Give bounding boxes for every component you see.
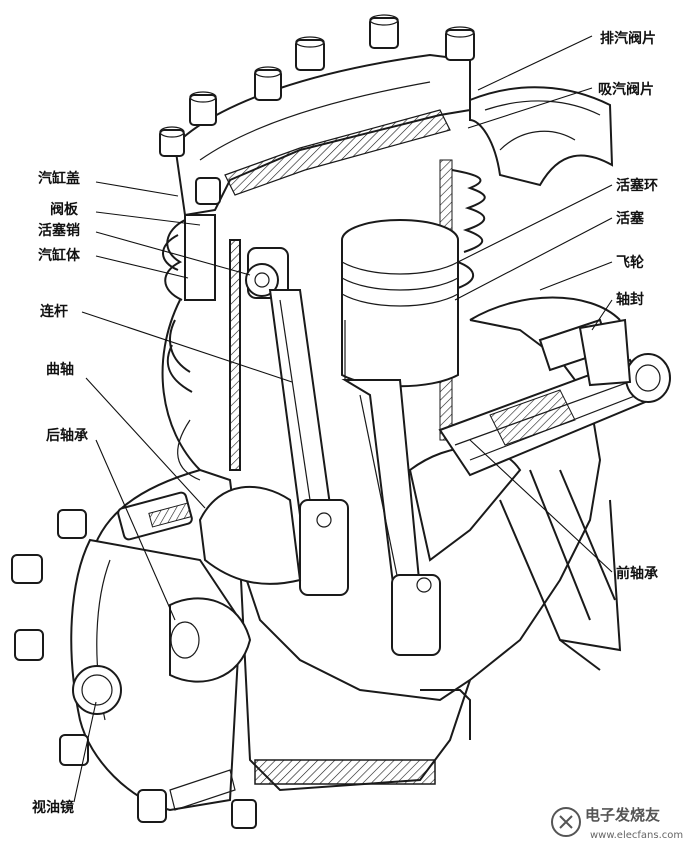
label-intake-valve: 吸汽阀片 bbox=[598, 81, 654, 98]
label-connecting-rod: 连杆 bbox=[40, 303, 68, 320]
watermark-url: www.elecfans.com bbox=[590, 830, 683, 841]
label-rear-bearing: 后轴承 bbox=[46, 427, 88, 444]
label-front-bearing: 前轴承 bbox=[616, 565, 658, 582]
flywheel bbox=[469, 296, 632, 671]
watermark: 电子发烧友 www.elecfans.com bbox=[551, 806, 683, 841]
head-bolts bbox=[159, 14, 475, 205]
label-sight-glass: 视油镜 bbox=[32, 799, 74, 816]
connecting-rod bbox=[245, 247, 441, 656]
label-piston-pin: 活塞销 bbox=[38, 222, 80, 239]
label-shaft-seal: 轴封 bbox=[616, 291, 644, 308]
rear-cover bbox=[11, 491, 257, 829]
watermark-brand: 电子发烧友 bbox=[585, 806, 660, 824]
label-flywheel: 飞轮 bbox=[616, 254, 644, 271]
label-piston: 活塞 bbox=[616, 210, 645, 227]
label-crankshaft: 曲轴 bbox=[46, 361, 74, 378]
labels: 排汽阀片 吸汽阀片 活塞环 活塞 飞轮 轴封 汽缸盖 阀板 活塞销 汽缸体 连杆… bbox=[32, 30, 658, 816]
piston bbox=[341, 219, 459, 388]
watermark-logo-icon bbox=[551, 807, 581, 837]
label-exhaust-valve: 排汽阀片 bbox=[600, 30, 656, 47]
label-cylinder-head: 汽缸盖 bbox=[38, 170, 80, 187]
leader-lines bbox=[73, 35, 613, 803]
label-piston-ring: 活塞环 bbox=[616, 177, 658, 194]
crankshaft bbox=[198, 353, 671, 585]
intake-manifold bbox=[469, 86, 614, 187]
cylinder-head bbox=[159, 14, 475, 217]
label-valve-plate: 阀板 bbox=[50, 201, 79, 218]
label-cylinder-body: 汽缸体 bbox=[38, 247, 81, 264]
